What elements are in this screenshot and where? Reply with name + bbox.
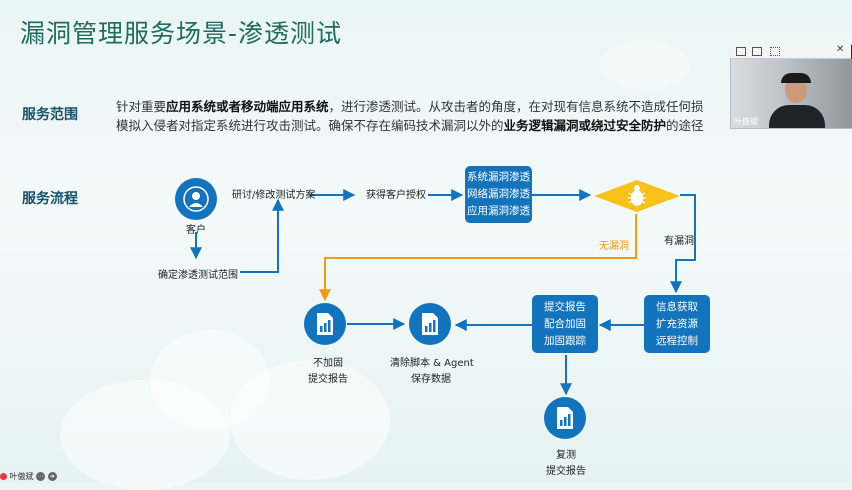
- cleanup-line: 清除脚本 & Agent: [390, 358, 474, 369]
- scope-text-2c: 的途径: [666, 118, 704, 133]
- video-name: 叶傲斌: [734, 117, 758, 126]
- report-item: 提交报告: [544, 300, 586, 313]
- pentest-item: 应用漏洞渗透: [467, 205, 530, 217]
- scope-text-1a: 针对重要: [116, 99, 167, 114]
- retest-label: 复测 提交报告: [546, 448, 586, 480]
- no-vuln-label: 无漏洞: [599, 241, 629, 252]
- customer-label: 客户: [186, 225, 206, 236]
- discuss-plan-label: 研讨/修改测试方案: [232, 190, 316, 201]
- retest-line: 复测: [556, 450, 576, 461]
- person-body: [769, 105, 825, 128]
- get-auth-label: 获得客户授权: [366, 190, 426, 201]
- bottom-name: 叶傲斌: [9, 472, 34, 481]
- scope-text-2b: 业务逻辑漏洞或绕过安全防护: [503, 118, 667, 133]
- cleanup-line: 保存数据: [411, 374, 451, 385]
- confirm-scope-label: 确定渗透测试范围: [158, 270, 238, 281]
- pentest-box: 系统漏洞渗透 网络漏洞渗透 应用漏洞渗透: [465, 166, 532, 223]
- cleanup-label: 清除脚本 & Agent 保存数据: [390, 356, 474, 388]
- record-icon: [0, 473, 7, 480]
- report-item: 加固跟踪: [544, 334, 586, 347]
- person-hair: [781, 73, 811, 83]
- video-toolbar: ✕: [730, 44, 851, 59]
- scope-text-2a: 模拟入侵者对指定系统进行攻击测试。确保不存在编码技术漏洞以外的: [116, 118, 504, 133]
- scope-line-1: 针对重要应用系统或者移动端应用系统，进行渗透测试。从攻击者的角度，在对现有信息系…: [116, 97, 728, 116]
- arrow-scope-to-plan: [240, 198, 284, 273]
- user-icon: [183, 186, 209, 212]
- scope-label: 服务范围: [22, 107, 78, 123]
- exploit-box: 信息获取 扩充资源 远程控制: [644, 295, 710, 353]
- flow-label: 服务流程: [22, 191, 78, 207]
- cleanup-node: [409, 303, 451, 345]
- pentest-item: 系统漏洞渗透: [467, 171, 530, 183]
- bottom-status-bar: 叶傲斌 ⋯ ➜: [0, 471, 57, 483]
- not-fixed-line: 提交报告: [308, 374, 348, 385]
- scope-text-1c: ，进行渗透测试。从攻击者的角度，在对现有信息系统不造成任何损: [328, 99, 704, 114]
- exploit-item: 远程控制: [656, 334, 698, 347]
- exploit-item: 扩充资源: [656, 317, 698, 330]
- arrow-right-icon[interactable]: ➜: [47, 472, 57, 481]
- exploit-item: 信息获取: [656, 300, 698, 313]
- customer-node: [175, 178, 217, 220]
- has-vuln-label: 有漏洞: [664, 236, 694, 247]
- more-icon[interactable]: ⋯: [36, 472, 46, 481]
- arrow-no-vuln: [319, 214, 637, 302]
- retest-node: [544, 397, 586, 439]
- report-doc-icon: [557, 407, 573, 429]
- report-item: 配合加固: [544, 317, 586, 330]
- report-box: 提交报告 配合加固 加固跟踪: [532, 295, 598, 353]
- report-doc-icon: [422, 313, 438, 335]
- report-doc-icon: [317, 313, 333, 335]
- scope-text-1b: 应用系统或者移动端应用系统: [166, 99, 329, 114]
- arrow-bug-to-exploit: [670, 194, 696, 294]
- page-title: 漏洞管理服务场景-渗透测试: [20, 19, 343, 48]
- single-view-icon[interactable]: [752, 47, 762, 56]
- not-fixed-node: [304, 303, 346, 345]
- pentest-item: 网络漏洞渗透: [467, 188, 530, 200]
- not-fixed-label: 不加固 提交报告: [308, 356, 348, 388]
- close-icon[interactable]: ✕: [836, 44, 845, 55]
- grid-view-icon[interactable]: [770, 47, 780, 56]
- scope-description: 针对重要应用系统或者移动端应用系统，进行渗透测试。从攻击者的角度，在对现有信息系…: [116, 97, 728, 135]
- person-head: [785, 77, 807, 103]
- not-fixed-line: 不加固: [313, 358, 343, 369]
- retest-line: 提交报告: [546, 466, 586, 477]
- minimize-view-icon[interactable]: [736, 47, 746, 56]
- scope-line-2: 模拟入侵者对指定系统进行攻击测试。确保不存在编码技术漏洞以外的业务逻辑漏洞或绕过…: [116, 116, 728, 135]
